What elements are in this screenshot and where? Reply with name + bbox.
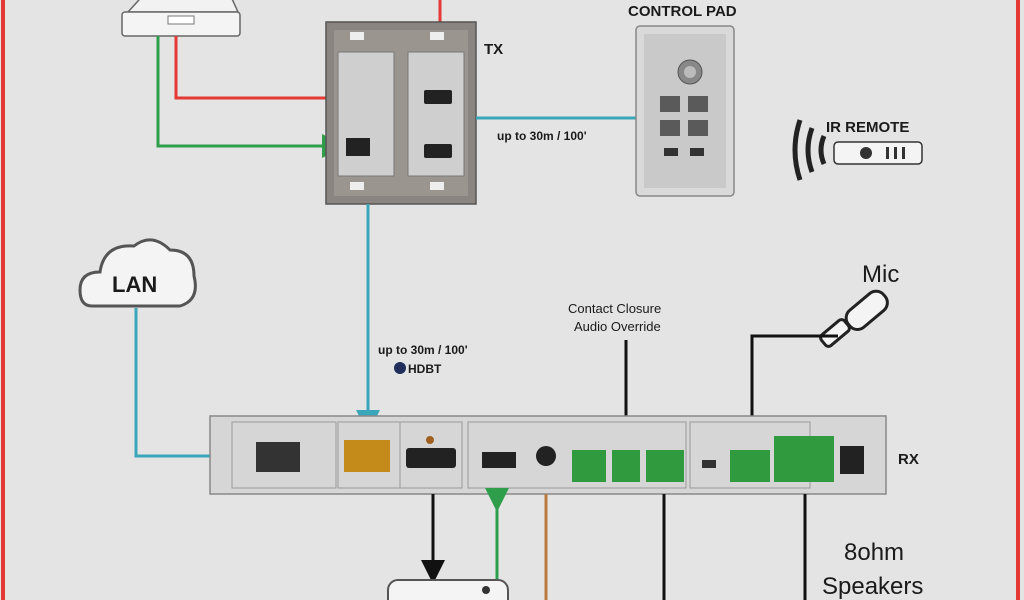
control-pad-device[interactable] [635,25,735,197]
speakers-label-1: 8ohm [844,539,904,566]
mic-terminal [730,450,770,482]
usb-port [482,452,516,468]
usb-line-laptop-to-tx [156,36,346,158]
distance-label-mid: up to 30m / 100' [378,343,468,357]
ir-signal-icon [792,119,827,181]
tx-wallplate [325,21,477,205]
hdmi-out-status [426,436,434,444]
hdmi-out-port [406,448,456,468]
speakers-label-2: Speakers [822,573,923,600]
hdbt-port [344,440,390,472]
rx-label: RX [898,451,919,468]
ir-remote-label: IR REMOTE [826,119,909,136]
mic-line-to-rx [740,334,838,454]
mic-label: Mic [862,261,899,288]
display-device [387,579,509,600]
laptop-icon [121,0,241,37]
speaker-terminal [774,436,834,482]
mic-usb-port [702,460,716,468]
lan-cloud-icon [78,238,197,308]
contact-terminal-2 [612,450,640,482]
power-port [840,446,864,474]
contact-closure-label-1: Contact Closure [568,301,661,316]
contact-closure-label-2: Audio Override [574,319,661,334]
rx-receiver [209,415,887,495]
control-pad-label: CONTROL PAD [628,3,737,20]
audio-out-terminal [646,450,684,482]
hdbt-label: HDBT [408,362,442,376]
distance-label-top: up to 30m / 100' [497,129,587,143]
audio-jack [536,446,556,466]
tx-label: TX [484,41,503,58]
contact-terminal-1 [572,450,606,482]
mic-icon [819,289,889,348]
lan-port [256,442,300,472]
hdbt-logo: HDBT [394,362,442,376]
lan-label: LAN [112,272,157,297]
ir-remote-icon [833,141,923,165]
